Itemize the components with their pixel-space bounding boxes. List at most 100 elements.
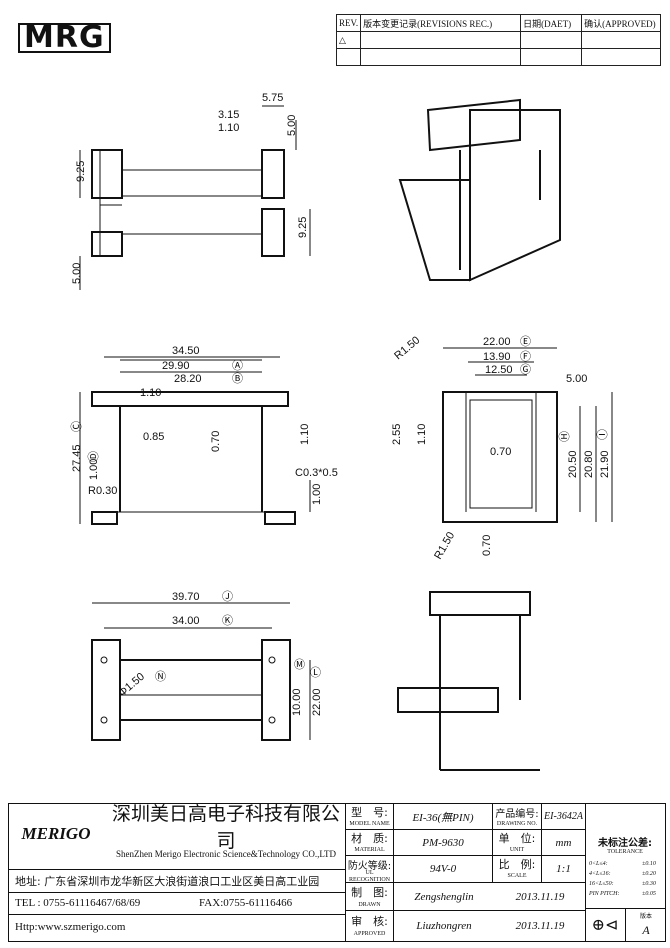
dim-5-00-b: 5.00 — [71, 263, 83, 284]
company-name-cn: 深圳美日高电子科技有限公司 — [111, 803, 340, 852]
tolerance-value-3: ±0.30 — [642, 881, 656, 887]
dim-34-00: 34.00 — [172, 615, 200, 627]
mark-n: Ⓝ — [155, 670, 166, 683]
dim-0-70-front: 0.70 — [210, 431, 222, 452]
tolerance-range-4: PIN PITCH: — [589, 891, 620, 897]
mark-j: Ⓙ — [222, 590, 233, 603]
dim-22-00-top: 22.00 — [311, 688, 323, 716]
dim-1-00-left: 1.00 — [88, 459, 100, 480]
brand-logo: MERIGO — [21, 824, 91, 843]
company-name-en: ShenZhen Merigo Electronic Science&Techn… — [116, 849, 336, 859]
tolerance-range-1: 0<L≤4: — [589, 861, 608, 867]
fax: FAX:0755-61116466 — [199, 897, 293, 909]
unit-value: mm — [555, 836, 572, 849]
unit-label: 单 位: — [498, 832, 536, 845]
dim-2-55: 2.55 — [391, 424, 403, 445]
fire-label: 防火等级: — [347, 860, 392, 872]
telephone: TEL : 0755-61116467/68/69 — [15, 897, 141, 909]
dim-r0-30: R0.30 — [88, 485, 117, 497]
dim-0-70-end: 0.70 — [490, 446, 511, 458]
drawing-area: 5.75 3.15 1.10 5.00 9.25 9.25 5.00 34.50… — [70, 92, 613, 771]
version-value: A — [642, 922, 650, 937]
approved-date: 2013.11.19 — [515, 920, 565, 932]
dim-20-50: 20.50 — [567, 450, 579, 478]
dim-34-50: 34.50 — [172, 345, 200, 357]
dim-r1-50-bottom: R1.50 — [432, 530, 457, 561]
scale-label: 比 例: — [498, 858, 536, 871]
mark-a: Ⓐ — [232, 359, 243, 372]
fire-value: 94V-0 — [429, 863, 457, 875]
dim-27-45: 27.45 — [71, 444, 83, 472]
tolerance-range-3: 16<L≤50: — [589, 881, 614, 887]
isometric-view-top — [398, 98, 561, 282]
scale-value: 1:1 — [556, 863, 571, 875]
address: 地址: 广东省深圳市龙华新区大浪街道浪口工业区美日高工业园 — [15, 875, 320, 888]
mark-d: Ⓓ — [87, 451, 100, 462]
drawn-label: 制 图: — [351, 886, 388, 899]
dim-1-00-right: 1.00 — [311, 484, 323, 505]
dim-21-90: 21.90 — [599, 450, 611, 478]
dim-5-00-a: 5.00 — [286, 115, 298, 136]
mark-m: Ⓜ — [294, 658, 305, 671]
dim-22-00: 22.00 — [483, 336, 511, 348]
front-view — [79, 356, 311, 525]
drawn-date: 2013.11.19 — [515, 890, 565, 903]
revision-table: REV. 版本变更记录(REVISIONS REC.) 日期(DAET) 确认(… — [335, 14, 662, 66]
dim-9-25-b: 9.25 — [297, 217, 309, 238]
drawing-no-label-en: DRAWING NO. — [496, 821, 538, 827]
dim-10-00: 10.00 — [291, 688, 303, 716]
material-label: 材 质: — [351, 832, 388, 845]
dim-13-90: 13.90 — [483, 351, 511, 363]
dim-5-00-end: 5.00 — [566, 373, 587, 385]
dim-5-75: 5.75 — [262, 92, 283, 104]
dim-3-15: 3.15 — [218, 109, 239, 121]
mark-l: Ⓛ — [310, 666, 321, 679]
end-view — [442, 347, 613, 523]
dim-20-80: 20.80 — [583, 450, 595, 478]
tolerance-value-2: ±0.20 — [642, 871, 656, 877]
tolerance-value-4: ±0.05 — [642, 891, 656, 897]
mark-c: Ⓒ — [70, 421, 83, 432]
dim-1-10: 1.10 — [218, 122, 239, 134]
material-label-en: MATERIAL — [354, 847, 385, 853]
dim-9-25-a: 9.25 — [75, 161, 87, 182]
dim-r1-50-top: R1.50 — [392, 334, 422, 362]
approved-label-en: APPROVED — [353, 931, 386, 937]
company-logo: MRG — [18, 20, 111, 55]
title-block: MERIGO 深圳美日高电子科技有限公司 ShenZhen Merigo Ele… — [8, 803, 666, 942]
dim-39-70: 39.70 — [172, 591, 200, 603]
isometric-view-bottom — [397, 591, 540, 771]
tolerance-range-2: 4<L≤16: — [589, 871, 611, 877]
mark-h: Ⓗ — [558, 431, 571, 442]
dim-28-20: 28.20 — [174, 373, 202, 385]
dim-0-85: 0.85 — [143, 431, 164, 443]
model-label-en: MODEL NAME — [349, 821, 390, 827]
dim-1-10-right: 1.10 — [299, 424, 311, 445]
mark-b: Ⓑ — [232, 372, 243, 385]
dim-12-50: 12.50 — [485, 364, 513, 376]
scale-label-en: SCALE — [507, 873, 527, 879]
mark-e: Ⓔ — [520, 335, 531, 348]
material-value: PM-9630 — [422, 836, 464, 849]
approved-by: Liuzhongren — [416, 920, 472, 932]
drawn-label-en: DRAWN — [358, 902, 381, 908]
approved-label: 审 核: — [351, 914, 388, 928]
unit-label-en: UNIT — [509, 847, 525, 853]
version-label: 版本 — [639, 913, 652, 920]
drawn-by: Zengshenglin — [414, 890, 474, 903]
mark-k: Ⓚ — [222, 614, 233, 627]
dim-chamfer: C0.3*0.5 — [295, 467, 338, 479]
dim-29-90: 29.90 — [162, 360, 190, 372]
tolerance-title-en: TOLERANCE — [607, 848, 643, 855]
mark-f: Ⓕ — [520, 350, 531, 363]
dim-1-10-front: 1.10 — [140, 387, 161, 399]
side-view — [79, 105, 311, 290]
dim-1-10-end: 1.10 — [416, 424, 428, 445]
dim-0-70-bottom: 0.70 — [481, 535, 493, 556]
revision-triangle-icon: △ — [335, 31, 362, 49]
fire-label-en: UL RECOGNITION — [349, 869, 390, 883]
drawing-no-value: EI-3642A — [544, 811, 583, 822]
drawing-no-label: 产品编号: — [495, 808, 539, 820]
projection-symbol-icon: ⊕⊲ — [591, 917, 619, 934]
mark-g: Ⓖ — [520, 363, 531, 376]
